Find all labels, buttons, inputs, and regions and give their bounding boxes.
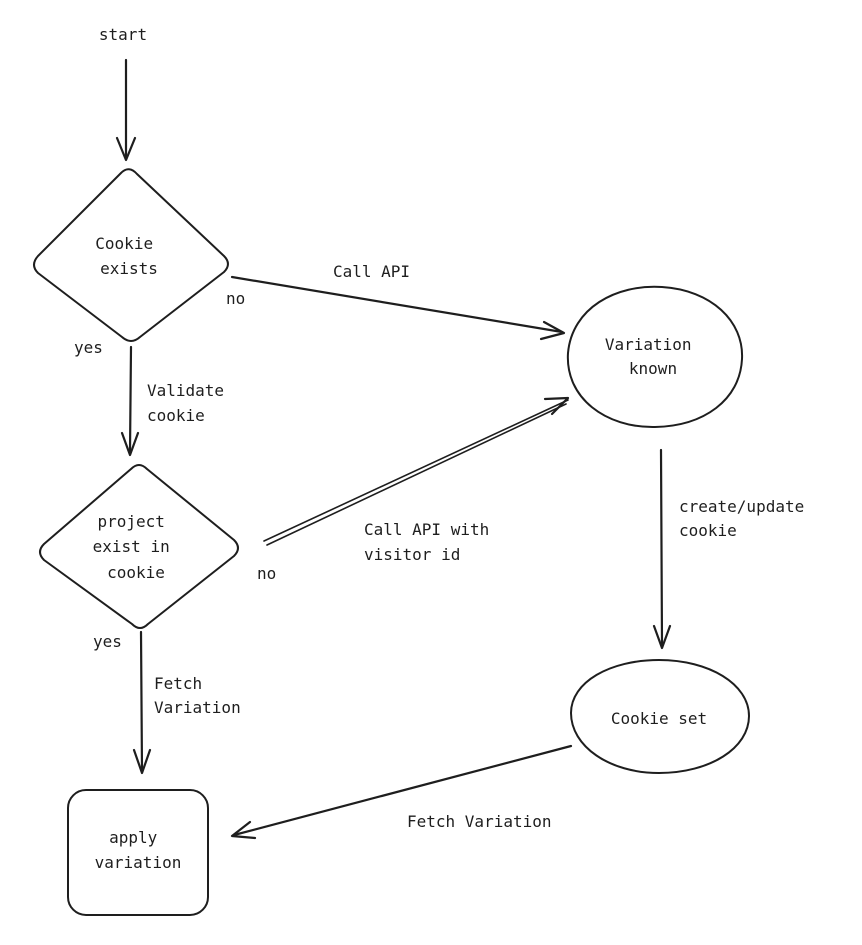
edge-start-to-cookie-exists — [115, 58, 137, 162]
cookie-set-ellipse-shape — [570, 659, 750, 774]
cookie-exists-yes-label: yes — [74, 338, 103, 357]
apply-variation-rect-shape — [67, 789, 209, 916]
edge-cookie-set-to-apply-variation — [230, 744, 573, 840]
cookie-set-node: Cookie set — [570, 659, 750, 774]
create-update-cookie-label: create/update cookie — [679, 497, 814, 540]
edge-project-exist-to-apply-variation — [132, 630, 152, 775]
project-exist-yes-label: yes — [93, 632, 122, 651]
edge-project-exist-to-variation-known — [263, 396, 570, 546]
cookie-exists-decision: Cookie exists — [33, 168, 229, 342]
fetch-variation-bottom-label: Fetch Variation — [407, 812, 552, 831]
edge-variation-known-to-cookie-set — [652, 448, 672, 650]
project-exist-label: project exist in cookie — [93, 512, 180, 582]
project-exist-no-label: no — [257, 564, 276, 583]
apply-variation-node: apply variation — [67, 789, 209, 916]
validate-cookie-label: Validate cookie — [147, 381, 234, 425]
project-exist-diamond-shape — [39, 464, 239, 629]
start-label: start — [99, 25, 147, 44]
cookie-set-label: Cookie set — [611, 709, 707, 728]
variation-known-node: Variation known — [566, 285, 744, 429]
variation-known-label: Variation known — [605, 335, 701, 378]
cookie-exists-no-label: no — [226, 289, 245, 308]
variation-known-ellipse-shape — [566, 285, 744, 429]
call-api-label: Call API — [333, 262, 410, 281]
call-api-with-visitor-id-label: Call API with visitor id — [364, 520, 499, 564]
project-exist-decision: project exist in cookie — [39, 464, 239, 629]
edge-cookie-exists-to-variation-known — [230, 275, 566, 341]
cookie-exists-diamond-shape — [33, 168, 229, 342]
apply-variation-label: apply variation — [95, 828, 182, 872]
fetch-variation-left-label: Fetch Variation — [154, 674, 241, 717]
edge-cookie-exists-to-project-exist — [120, 345, 140, 457]
cookie-exists-label: Cookie exists — [95, 234, 162, 278]
